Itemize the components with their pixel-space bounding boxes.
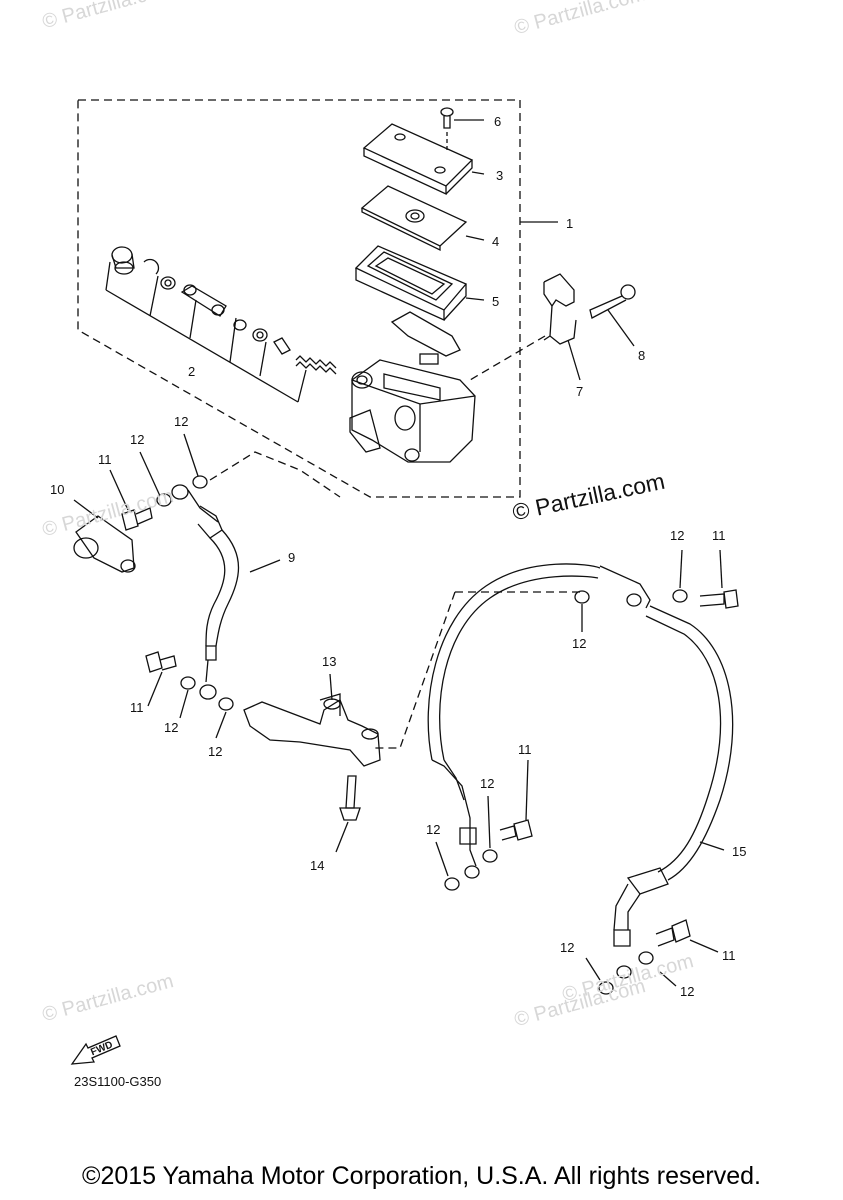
master-cylinder-body (349, 353, 476, 463)
union-bolt-11-b (145, 651, 177, 673)
leader-dashed-12 (209, 451, 341, 498)
callout-6: 6 (494, 114, 501, 129)
brake-hose-part-15 (427, 563, 734, 979)
bolt-part-14 (339, 775, 361, 821)
copyright-notice: ©2015 Yamaha Motor Corporation, U.S.A. A… (82, 1162, 761, 1190)
callout-12-h: 12 (426, 822, 440, 837)
union-bolt-11-e (655, 919, 691, 947)
callout-12-c: 12 (164, 720, 178, 735)
callout-7: 7 (576, 384, 583, 399)
union-bolt-11-d (499, 819, 533, 841)
callout-12-a: 12 (130, 432, 144, 447)
fwd-arrow-icon (70, 1035, 121, 1065)
leader-dashed-13 (375, 591, 456, 749)
joint-part-13 (243, 693, 381, 767)
callout-13: 13 (322, 654, 336, 669)
callout-12-g: 12 (480, 776, 494, 791)
diaphragm-part-5 (354, 245, 468, 322)
figure-code: 23S1100-G350 (74, 1074, 162, 1089)
callout-12-j: 12 (680, 984, 694, 999)
callout-3: 3 (496, 168, 503, 183)
callout-12-b: 12 (174, 414, 188, 429)
callout-11-b: 11 (130, 700, 144, 715)
callout-2: 2 (188, 364, 195, 379)
callout-1: 1 (566, 216, 573, 231)
callout-numbers: 6 3 4 5 1 7 8 2 9 10 11 12 12 11 12 12 1… (50, 114, 746, 999)
callout-5: 5 (492, 294, 499, 309)
callout-leaders (73, 119, 725, 987)
callout-15: 15 (732, 844, 746, 859)
callout-11-c: 11 (712, 528, 726, 543)
fwd-label: FWD (89, 1040, 114, 1059)
holder-part-7 (543, 273, 577, 345)
assembly-boundary-dashed (77, 99, 521, 498)
screw-part-6 (440, 107, 454, 150)
cover-part-10 (73, 515, 136, 573)
gasket (390, 311, 461, 357)
brake-hose-part-9 (171, 484, 240, 700)
reservoir-cap-part-3 (362, 123, 474, 196)
callout-12-e: 12 (670, 528, 684, 543)
leader-dashed-holder (469, 335, 546, 381)
union-bolt-11-a (121, 507, 153, 531)
callout-11-a: 11 (98, 452, 112, 467)
union-bolt-11-c (699, 589, 739, 609)
callout-11-e: 11 (722, 948, 736, 963)
callout-10: 10 (50, 482, 64, 497)
washers-12 (156, 475, 688, 995)
callout-8: 8 (638, 348, 645, 363)
diaphragm-plate-part-4 (360, 185, 468, 252)
callout-9: 9 (288, 550, 295, 565)
callout-4: 4 (492, 234, 499, 249)
bolt-part-8 (589, 284, 636, 319)
callout-12-d: 12 (208, 744, 222, 759)
callout-12-f: 12 (572, 636, 586, 651)
piston-kit-part-2 (105, 246, 337, 403)
callout-14: 14 (310, 858, 324, 873)
callout-12-i: 12 (560, 940, 574, 955)
callout-11-d: 11 (518, 742, 532, 757)
